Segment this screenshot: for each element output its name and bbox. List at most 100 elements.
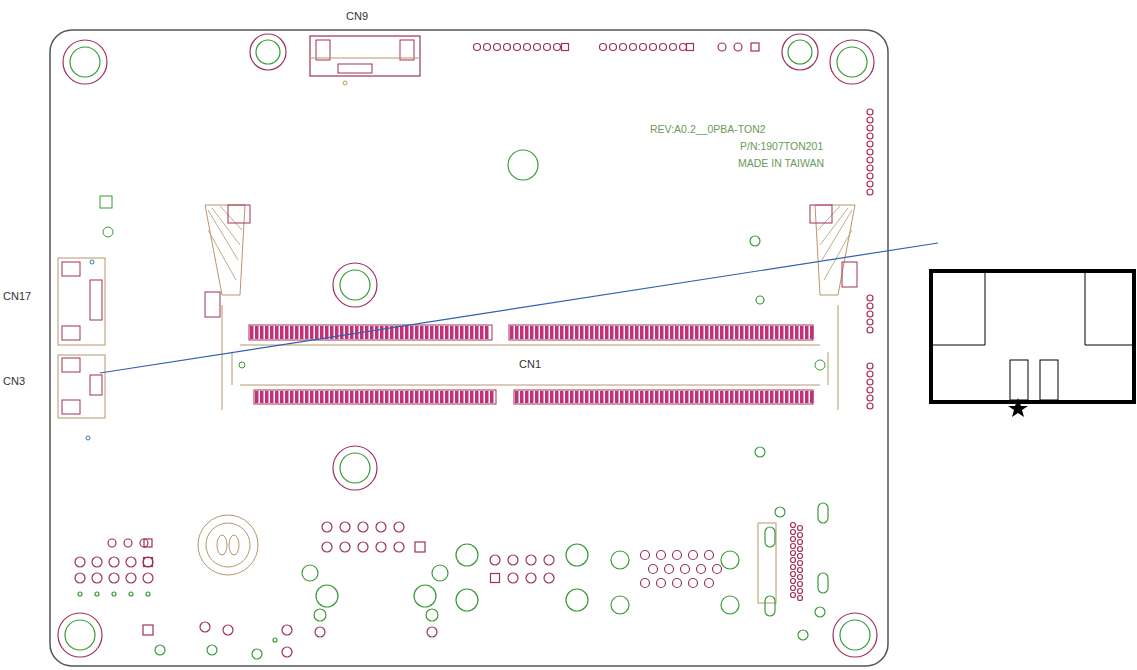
pad-ring — [791, 558, 796, 563]
gold-finger-pad — [700, 391, 704, 403]
gold-finger-pad — [675, 326, 679, 339]
gold-finger-pad — [610, 391, 614, 403]
gold-finger-pad — [725, 391, 729, 403]
pad-ring — [566, 589, 588, 611]
gold-finger-pad — [410, 391, 414, 403]
pad-ring — [432, 565, 448, 581]
gold-finger-pad — [740, 326, 744, 339]
pad-ring — [791, 579, 796, 584]
pad-ring — [657, 579, 666, 588]
gold-finger-pad — [800, 391, 804, 403]
connector-designator: CN9 — [346, 10, 368, 23]
gold-finger-pad — [660, 326, 664, 339]
gold-finger-pad — [470, 391, 474, 403]
square-pad — [491, 574, 500, 583]
pad-ring — [427, 627, 437, 637]
gold-finger-pad — [365, 326, 369, 339]
pad-ring — [867, 395, 873, 401]
square-pad — [144, 558, 153, 567]
gold-finger-pad — [570, 391, 574, 403]
pad-ring — [755, 447, 765, 457]
square-pad — [687, 44, 694, 51]
pad-ring — [798, 540, 803, 545]
connector-designator: CN3 — [3, 375, 25, 388]
pad-ring — [358, 542, 368, 552]
board-outline — [50, 30, 888, 666]
gold-finger-pad — [565, 391, 569, 403]
gold-finger-pad — [280, 391, 284, 403]
leader-line — [100, 243, 938, 373]
gold-finger-pad — [275, 391, 279, 403]
gold-finger-pad — [605, 326, 609, 339]
gold-finger-pad — [575, 391, 579, 403]
pad-ring — [649, 565, 658, 574]
gold-finger-pad — [650, 326, 654, 339]
left-connectors — [58, 196, 113, 440]
gold-finger-pad — [620, 326, 624, 339]
gold-finger-pad — [515, 326, 519, 339]
pad-ring — [65, 620, 95, 650]
gold-finger-pad — [540, 326, 544, 339]
gold-finger-pad — [375, 391, 379, 403]
gold-finger-pad — [305, 326, 309, 339]
gold-finger-pad — [375, 326, 379, 339]
pad-ring — [315, 627, 325, 637]
gold-finger-pad — [270, 326, 274, 339]
gold-finger-pad — [790, 326, 794, 339]
gold-finger-pad — [705, 326, 709, 339]
gold-finger-pad — [340, 391, 344, 403]
gold-finger-pad — [440, 326, 444, 339]
pad-ring — [611, 551, 629, 569]
pad-ring — [798, 547, 803, 552]
slot-pad — [818, 573, 828, 593]
pad-ring — [108, 539, 116, 547]
pad-ring — [514, 44, 521, 51]
pad-ring — [798, 589, 803, 594]
bottom-components — [75, 503, 828, 659]
gold-finger-pad — [265, 391, 269, 403]
gold-finger-pad — [805, 326, 809, 339]
gold-finger-pad — [665, 326, 669, 339]
pad-ring — [146, 592, 150, 596]
pad-ring — [867, 165, 873, 171]
pad-ring — [867, 189, 873, 195]
gold-finger-pad — [380, 391, 384, 403]
pad-ring — [316, 585, 338, 607]
pad-ring — [705, 551, 714, 560]
gold-finger-pad — [630, 391, 634, 403]
pad-ring — [143, 557, 153, 567]
pad-ring — [524, 44, 531, 51]
gold-finger-pad — [380, 326, 384, 339]
pad-ring — [673, 551, 682, 560]
pad-ring — [867, 149, 873, 155]
gold-finger-pad — [480, 326, 484, 339]
pad-ring — [207, 645, 217, 655]
pad-ring — [867, 125, 873, 131]
gold-finger-pad — [595, 391, 599, 403]
gold-finger-pad — [415, 326, 419, 339]
pad-ring — [112, 592, 116, 596]
gold-finger-pad — [755, 326, 759, 339]
gold-finger-pad — [310, 391, 314, 403]
pad-ring — [775, 507, 785, 517]
gold-finger-pad — [370, 391, 374, 403]
pad-ring — [867, 109, 873, 115]
gold-finger-pad — [610, 326, 614, 339]
pad-ring — [63, 40, 107, 84]
gold-finger-pad — [700, 326, 704, 339]
pad-ring — [70, 47, 100, 77]
gold-finger-pad — [430, 391, 434, 403]
pad-ring — [126, 573, 136, 583]
pad-ring — [657, 551, 666, 560]
gold-finger-pad — [480, 391, 484, 403]
mounting-holes — [58, 34, 877, 657]
gold-finger-pad — [755, 391, 759, 403]
pad-ring — [867, 363, 873, 369]
gold-finger-pad — [685, 391, 689, 403]
gold-finger-pad — [315, 326, 319, 339]
pad-ring — [782, 34, 818, 70]
pad-ring — [798, 561, 803, 566]
pad-ring — [340, 453, 370, 483]
pad-ring — [358, 522, 368, 532]
gold-finger-pad — [360, 391, 364, 403]
